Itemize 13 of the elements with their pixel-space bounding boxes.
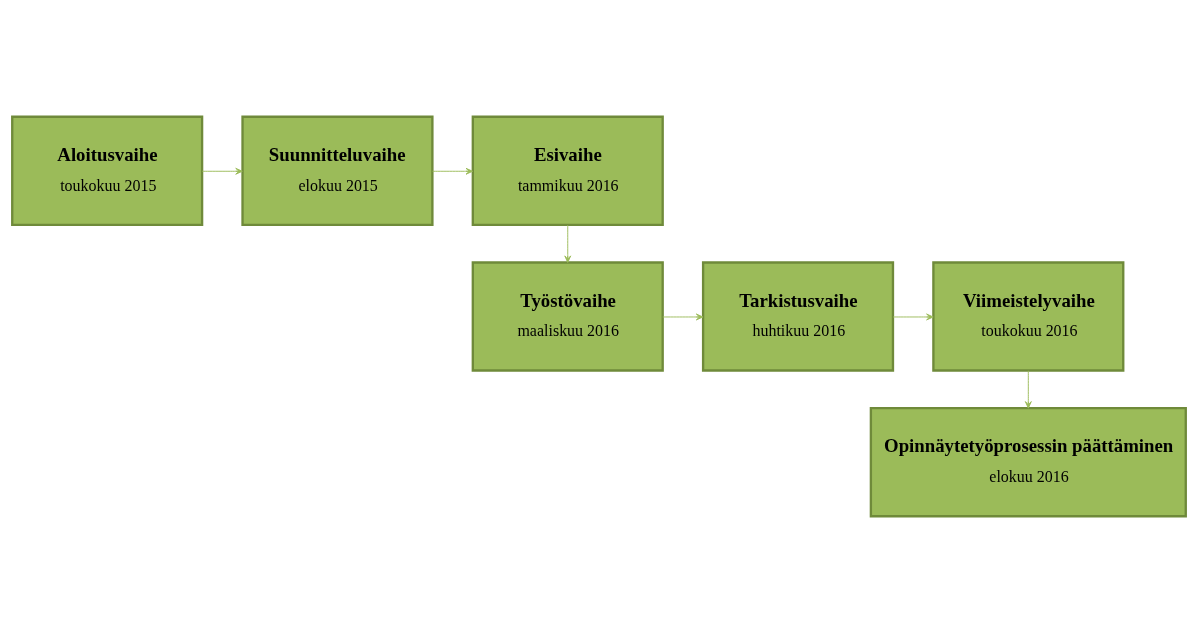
node-box: Tarkistusvaihe huhtikuu 2016 xyxy=(701,260,895,372)
arrow xyxy=(432,167,474,175)
node-box: Viimeistelyvaihe toukokuu 2016 xyxy=(932,260,1125,372)
arrow xyxy=(662,313,704,320)
arrow xyxy=(892,313,934,320)
node-box: Esivaihe tammikuu 2016 xyxy=(471,115,664,226)
arrow xyxy=(1024,369,1032,409)
node-box: Työstövaihe maaliskuu 2016 xyxy=(471,260,664,372)
arrow xyxy=(201,167,243,175)
arrow xyxy=(564,224,572,263)
node-box: Opinnäytetyöprosessin päättäminen elokuu 2016 xyxy=(869,406,1187,517)
node-box: Aloitusvaihe toukokuu 2015 xyxy=(11,115,204,226)
node-box: Suunnitteluvaihe elokuu 2015 xyxy=(241,115,434,226)
